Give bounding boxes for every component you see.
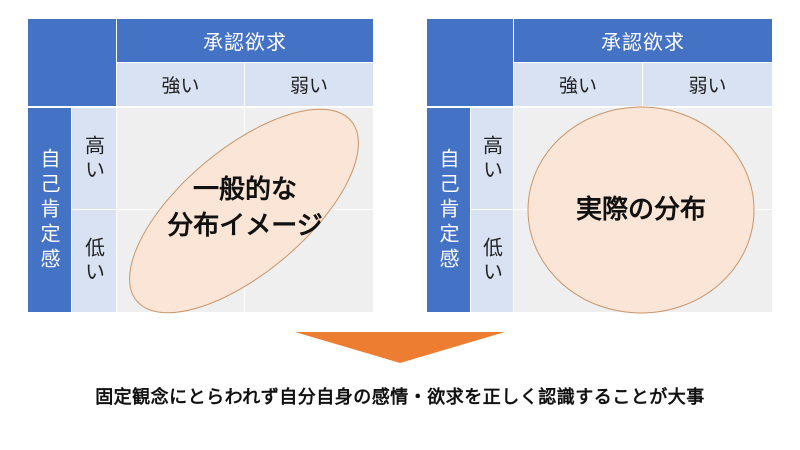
- down-triangle-arrow-icon: [295, 332, 505, 363]
- label-line-1: 一般的な: [192, 175, 297, 205]
- column-header: 承認欲求: [514, 19, 772, 62]
- corner-cell: [427, 19, 513, 106]
- row-high: 高い: [471, 108, 513, 209]
- actual-distribution-label: 実際の分布: [541, 192, 741, 228]
- column-strong: 強い: [514, 63, 642, 106]
- label-line-2: 分布イメージ: [167, 211, 323, 241]
- row-low: 低い: [471, 210, 513, 312]
- column-weak: 弱い: [245, 63, 373, 106]
- row-header: 自己肯定感: [427, 108, 470, 312]
- general-distribution-label: 一般的な 分布イメージ: [145, 172, 345, 244]
- row-header: 自己肯定感: [28, 108, 71, 312]
- label-line-1: 実際の分布: [575, 195, 706, 225]
- column-weak: 弱い: [643, 63, 772, 106]
- row-high: 高い: [72, 108, 116, 209]
- corner-cell: [28, 19, 116, 106]
- conclusion-caption: 固定観念にとらわれず自分自身の感情・欲求を正しく認識することが大事: [95, 387, 705, 408]
- row-low: 低い: [72, 210, 116, 312]
- column-strong: 強い: [117, 63, 244, 106]
- column-header: 承認欲求: [117, 19, 373, 62]
